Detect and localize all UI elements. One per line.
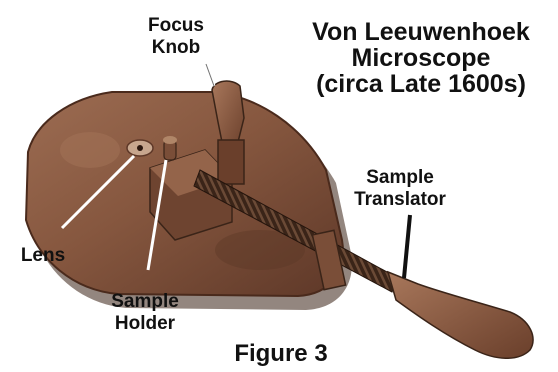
focus-knob-label-line-1: Focus: [130, 16, 222, 35]
sample-translator-label-line-2: Translator: [340, 190, 460, 209]
title-line-1: Von Leeuwenhoek: [292, 20, 550, 46]
focus-knob-label-line-2: Knob: [130, 38, 222, 57]
focus-knob-leader-outline: [206, 64, 214, 86]
figure-caption: Figure 3: [216, 342, 346, 366]
sample-translator-label-line-1: Sample: [340, 168, 460, 187]
title-line-2: Microscope: [292, 46, 550, 72]
lens-label: Lens: [8, 246, 78, 265]
lens-hole: [137, 145, 143, 151]
translator-handle: [388, 272, 533, 358]
sample-holder-label-line-2: Holder: [90, 314, 200, 333]
sample-pin-top: [163, 136, 177, 144]
title-line-3: (circa Late 1600s): [292, 72, 550, 98]
sample-holder-label-line-1: Sample: [90, 292, 200, 311]
focus-knob-post: [218, 140, 244, 184]
plate-texture: [60, 132, 120, 168]
translator-leader: [404, 215, 410, 278]
